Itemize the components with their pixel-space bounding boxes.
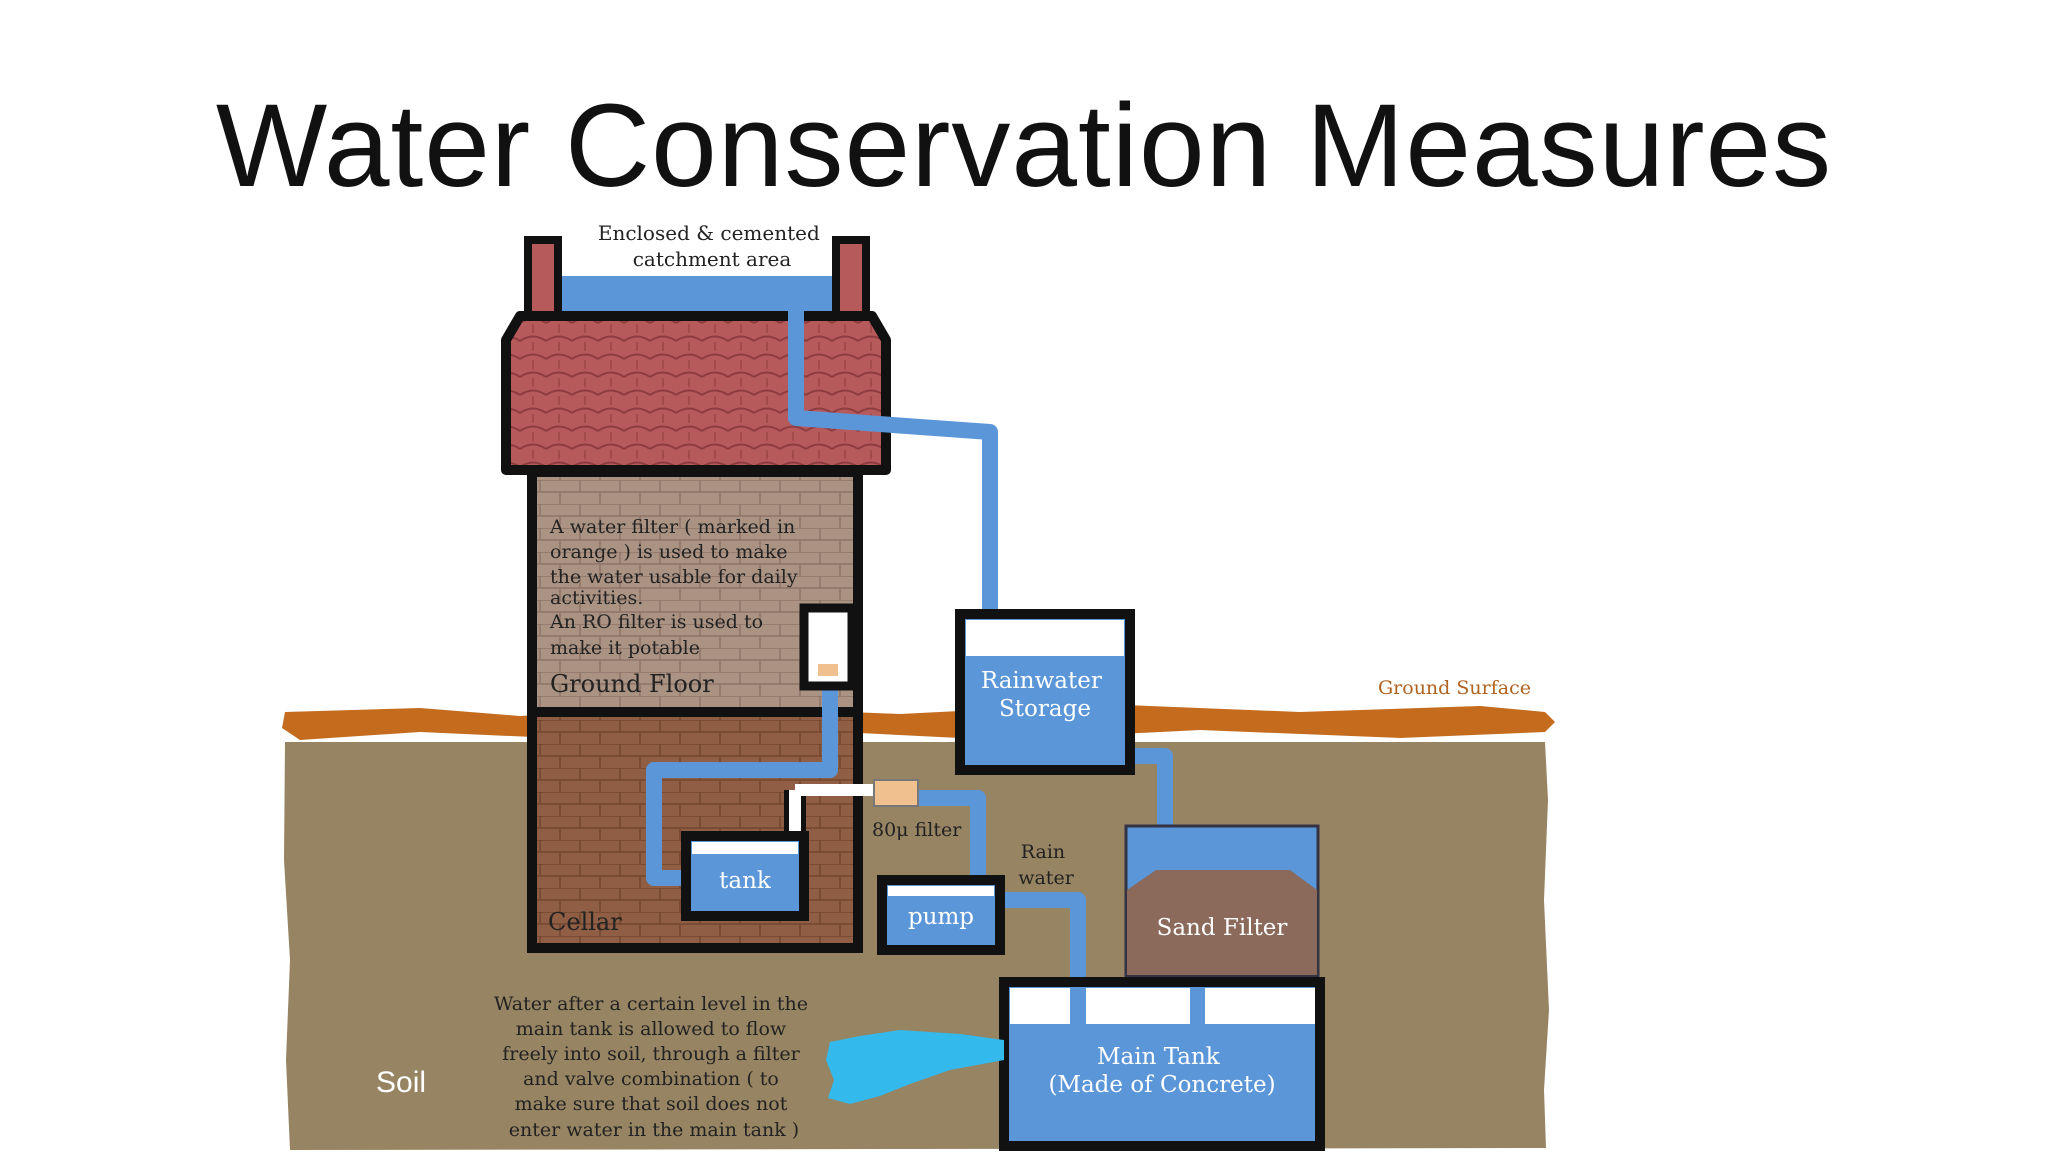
rainwater-storage-air [966, 620, 1124, 656]
rain-water-label: Rain water [1018, 841, 1074, 889]
pipes [646, 296, 1205, 985]
overflow-note: Water after a certain level in the main … [494, 993, 814, 1141]
pipe-roof-to-storage [788, 296, 998, 612]
ro-filter-orange [818, 664, 838, 676]
cellar-label: Cellar [548, 908, 622, 936]
ground-surface-band [282, 704, 1555, 740]
main-tank-label: Main Tank (Made of Concrete) [1048, 1044, 1275, 1098]
sand-filter-sand [1127, 870, 1317, 975]
sand-filter-label: Sand Filter [1157, 915, 1288, 941]
pump-label: pump [908, 904, 974, 930]
pipe-storage-to-sandfilter [1132, 748, 1173, 830]
catchment-label: Enclosed & cemented catchment area [598, 221, 826, 271]
pipe-rain-to-maintank [1002, 892, 1086, 985]
rainwater-storage-label: Rainwater Storage [981, 668, 1109, 722]
filter-80-box [873, 779, 919, 807]
overflow-splash [826, 1030, 1004, 1104]
filter-80-label: 80μ filter [872, 819, 962, 841]
tank-label: tank [719, 868, 772, 894]
slide-title: Water Conservation Measures [215, 80, 1833, 212]
cellar-tank-air [692, 842, 798, 854]
ground-surface-label: Ground Surface [1378, 677, 1531, 699]
soil-label: Soil [376, 1066, 426, 1099]
roof [501, 311, 891, 475]
main-tank-air-right [1205, 988, 1315, 1024]
main-tank-air-left [1010, 988, 1070, 1024]
main-tank-air-mid [1086, 988, 1190, 1024]
pump-air [888, 886, 994, 896]
filter-note: A water filter ( marked in orange ) is u… [549, 516, 804, 659]
chimney-right [832, 236, 870, 324]
pipe-filter-to-tank [646, 680, 838, 886]
chimney-left [524, 236, 562, 324]
catchment-water [562, 276, 832, 316]
ground-floor-label: Ground Floor [550, 670, 714, 698]
